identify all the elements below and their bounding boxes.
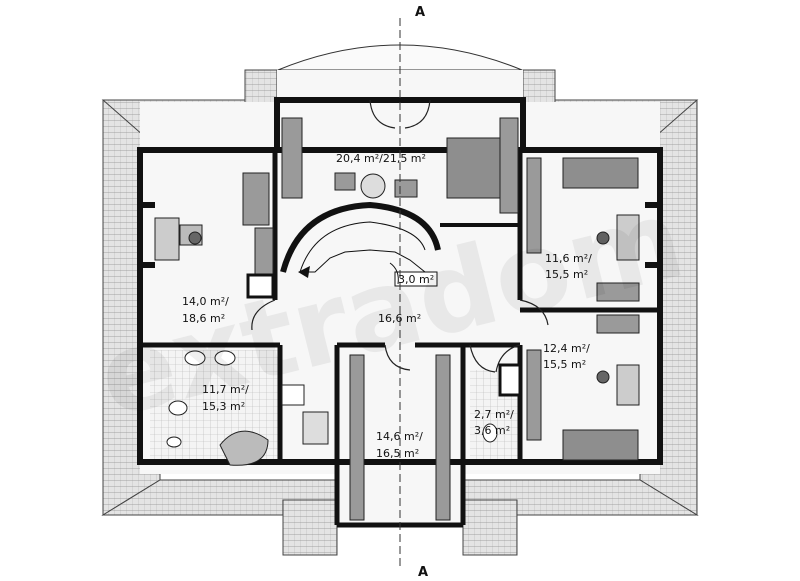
room-area-master-bedroom: 20,4 m²/21,5 m² <box>336 152 426 165</box>
section-mark-top: A <box>415 5 425 20</box>
chimneys <box>246 273 522 397</box>
room-area-stair-landing: 3,0 m² <box>398 273 434 286</box>
furniture <box>154 117 640 521</box>
room-area-left-bedroom-line1: 14,0 m²/ <box>182 295 229 308</box>
room-area-right-top-bedroom-line2: 15,5 m² <box>545 268 588 281</box>
room-area-right-top-bedroom-line1: 11,6 m²/ <box>545 252 592 265</box>
room-area-bathroom-line1: 11,7 m²/ <box>202 383 249 396</box>
room-area-right-bottom-bedroom-line2: 15,5 m² <box>543 358 586 371</box>
bed-right-top <box>562 157 639 189</box>
doors <box>251 99 549 373</box>
section-mark-bottom: A <box>418 565 428 580</box>
room-area-left-bedroom-line2: 18,6 m² <box>182 312 225 325</box>
bed-right-bottom <box>562 429 639 461</box>
room-area-right-bottom-bedroom-line1: 12,4 m²/ <box>543 342 590 355</box>
room-area-wardrobe-line2: 16,5 m² <box>376 447 419 460</box>
room-area-wc-line2: 3,6 m² <box>474 424 510 437</box>
room-area-wardrobe-line1: 14,6 m²/ <box>376 430 423 443</box>
room-area-hall: 16,6 m² <box>378 312 421 325</box>
room-area-wc-line1: 2,7 m²/ <box>474 408 514 421</box>
master-bed <box>446 137 508 199</box>
spiral-stair <box>280 201 441 287</box>
wardrobe-master-left <box>281 117 303 199</box>
room-area-bathroom-line2: 15,3 m² <box>202 400 245 413</box>
